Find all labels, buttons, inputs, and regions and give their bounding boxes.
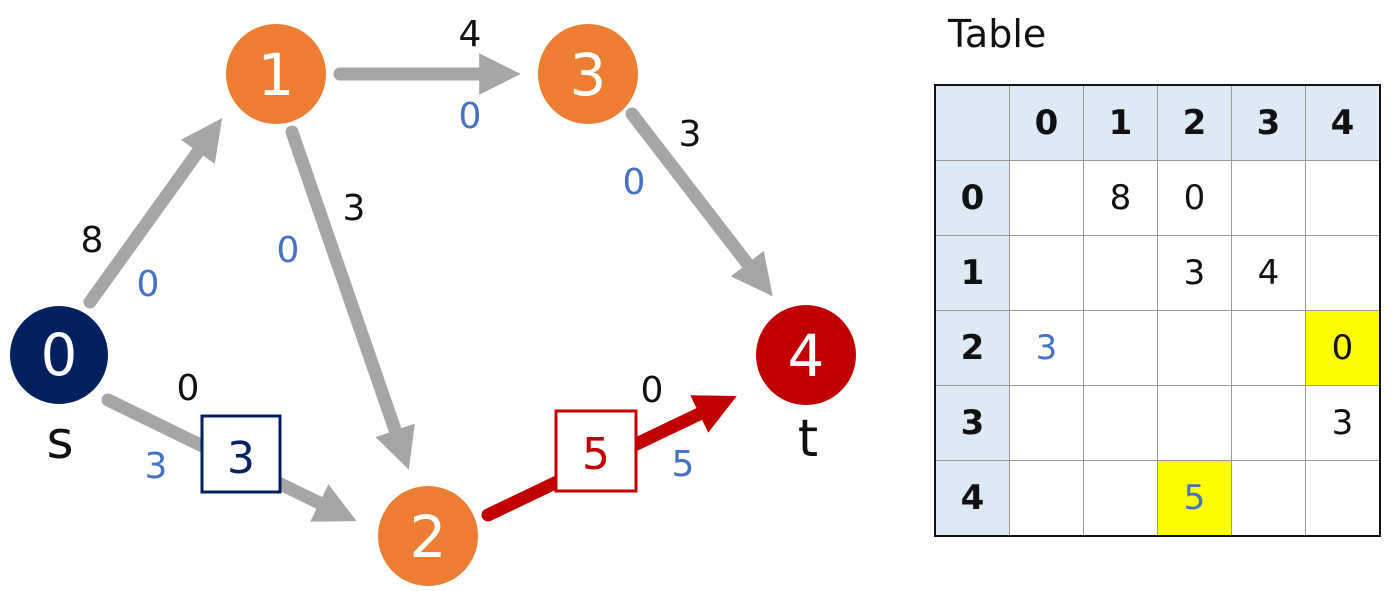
edge-0-1-flow: 0	[137, 264, 160, 305]
column-header: 4	[1305, 84, 1381, 161]
edge-0-2-flow: 3	[145, 446, 168, 487]
table-row: 2 3 0	[934, 310, 1381, 386]
column-header: 1	[1083, 84, 1158, 161]
table-cell	[1083, 460, 1158, 537]
flow-graph: 8 0 4 3 3 0 0 3 0 0 0 5 3 5 0 1 2 3 4 s …	[10, 14, 856, 586]
edge-1-2	[285, 125, 415, 470]
sink-tag: t	[798, 409, 818, 469]
table-cell: 4	[1231, 235, 1306, 311]
table-row: 1 3 4	[934, 235, 1381, 311]
node-0-label: 0	[41, 321, 78, 389]
edge-2-4-capacity: 0	[641, 370, 664, 411]
table-cell	[1305, 160, 1381, 236]
table-header-row: 0 1 2 3 4	[934, 84, 1381, 161]
adjacency-table: 0 1 2 3 4 0 8 0 1 3 4 2 3 0 3 3 4	[934, 84, 1381, 537]
table-cell	[1157, 385, 1232, 461]
table-title: Table	[948, 12, 1047, 56]
edge-0-1	[83, 118, 223, 309]
table-cell: 3	[1305, 385, 1381, 461]
table-cell	[1009, 460, 1084, 537]
table-corner-cell	[934, 84, 1010, 161]
table-cell	[1083, 385, 1158, 461]
column-header: 0	[1009, 84, 1084, 161]
table-cell	[1231, 460, 1306, 537]
table-row: 3 3	[934, 385, 1381, 461]
table-cell: 3	[1009, 310, 1084, 386]
table-cell	[1157, 310, 1232, 386]
row-header: 3	[934, 385, 1010, 461]
source-tag: s	[46, 411, 73, 471]
table-cell	[1009, 235, 1084, 311]
edge-0-1-capacity: 8	[81, 220, 104, 261]
edge-3-4-capacity: 3	[679, 114, 702, 155]
edge-1-3-capacity: 4	[459, 14, 482, 55]
row-header: 2	[934, 310, 1010, 386]
edge-2-4-boxed-text: 5	[582, 429, 610, 480]
edge-3-4-flow: 0	[623, 162, 646, 203]
node-1: 1	[226, 24, 326, 124]
edge-3-4	[625, 107, 773, 297]
row-header: 0	[934, 160, 1010, 236]
node-2-label: 2	[410, 503, 447, 571]
edge-2-4-boxed-value: 5	[554, 409, 638, 493]
edge-2-4-flow: 5	[672, 444, 695, 485]
table-cell	[1083, 235, 1158, 311]
node-0: 0	[10, 306, 108, 404]
table-cell: 8	[1083, 160, 1158, 236]
edge-1-3-flow: 0	[459, 96, 482, 137]
edge-0-2-boxed-text: 3	[227, 433, 255, 484]
row-header: 4	[934, 460, 1010, 537]
table-row: 0 8 0	[934, 160, 1381, 236]
table-cell	[1083, 310, 1158, 386]
node-2: 2	[378, 486, 478, 586]
table-cell	[1305, 235, 1381, 311]
table-cell-highlighted: 5	[1157, 460, 1232, 537]
edge-1-2-capacity: 3	[343, 188, 366, 229]
node-4: 4	[756, 305, 856, 405]
column-header: 2	[1157, 84, 1232, 161]
table-cell: 0	[1157, 160, 1232, 236]
node-3-label: 3	[570, 41, 607, 109]
table-cell	[1231, 310, 1306, 386]
table-cell	[1009, 385, 1084, 461]
table-cell	[1231, 160, 1306, 236]
edge-1-2-flow: 0	[277, 230, 300, 271]
column-header: 3	[1231, 84, 1306, 161]
table-cell	[1231, 385, 1306, 461]
table-cell-highlighted: 0	[1305, 310, 1381, 386]
table-row: 4 5	[934, 460, 1381, 537]
row-header: 1	[934, 235, 1010, 311]
node-3: 3	[538, 24, 638, 124]
table-cell: 3	[1157, 235, 1232, 311]
node-1-label: 1	[258, 41, 295, 109]
table-cell	[1305, 460, 1381, 537]
table-cell	[1009, 160, 1084, 236]
edge-0-2-capacity: 0	[177, 368, 200, 409]
edge-0-2-boxed-value: 3	[200, 414, 282, 494]
node-4-label: 4	[788, 322, 825, 390]
